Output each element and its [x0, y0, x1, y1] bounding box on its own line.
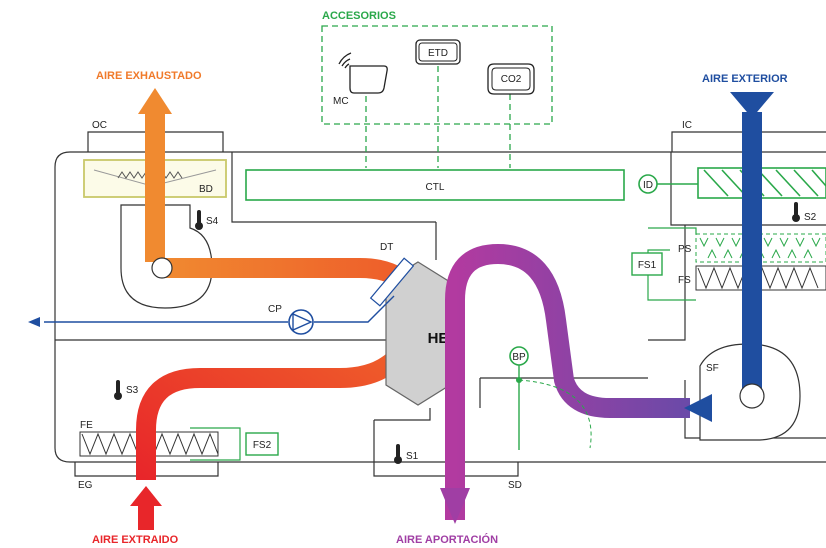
- ps-label: PS: [678, 244, 692, 255]
- s4-label: S4: [206, 216, 219, 227]
- accessories-title: ACCESORIOS: [322, 10, 396, 22]
- cp-pump-triangle: [292, 312, 313, 332]
- cp-pipe-arrow: [28, 317, 40, 327]
- oc-label: OC: [92, 120, 107, 131]
- s3-label: S3: [126, 385, 139, 396]
- cp-pump-icon: [288, 309, 314, 335]
- fs1-label: FS1: [638, 260, 657, 271]
- fe-label: FE: [80, 420, 93, 431]
- bp-dashed: [518, 379, 592, 449]
- outdoor-duct: [742, 112, 762, 394]
- ctl-box: [245, 169, 625, 201]
- fs1-box: [631, 252, 663, 276]
- exhaust-fan: [120, 204, 213, 309]
- s2-sensor-icon: [792, 202, 800, 222]
- mc-device-icon: [338, 52, 388, 94]
- ic-label: IC: [682, 120, 692, 131]
- exhaust-duct: [145, 112, 165, 262]
- cp-label: CP: [268, 304, 282, 315]
- exhaust-air-title: AIRE EXHAUSTADO: [96, 70, 202, 82]
- bp-label: BP: [512, 352, 526, 363]
- outdoor-arrow: [730, 92, 774, 118]
- dt-sensor: [369, 257, 415, 307]
- extract-air-title: AIRE EXTRAIDO: [92, 534, 179, 546]
- s2-label: S2: [804, 212, 817, 223]
- eg-label: EG: [78, 480, 93, 491]
- id-label: ID: [643, 180, 653, 191]
- s3-sensor-icon: [114, 380, 122, 400]
- sf-label: SF: [706, 363, 719, 374]
- s1-sensor-icon: [394, 444, 402, 464]
- sd-label: SD: [508, 480, 522, 491]
- exhaust-arrow: [138, 88, 172, 114]
- ic-opening: [671, 131, 826, 152]
- outdoor-air-title: AIRE EXTERIOR: [702, 73, 788, 85]
- extract-arrow-tail: [138, 506, 154, 530]
- ctl-label: CTL: [426, 182, 445, 193]
- he-label: HE: [428, 330, 449, 347]
- fs2-label: FS2: [253, 440, 272, 451]
- co2-device-icon: [487, 63, 535, 95]
- cp-pipe: [44, 295, 395, 323]
- exhaust-fan-hub: [151, 257, 173, 279]
- supply-arrow: [440, 488, 470, 524]
- s4-sensor-icon: [195, 210, 203, 230]
- etd-device-icon: [415, 39, 461, 65]
- mc-label: MC: [333, 96, 349, 107]
- s1-label: S1: [406, 451, 419, 462]
- fs2-box: [245, 432, 279, 456]
- supply-fan-inlet-arrow: [684, 394, 712, 422]
- bd-label: BD: [199, 184, 213, 195]
- fs2-bracket: [190, 427, 241, 461]
- fs-label: FS: [678, 275, 691, 286]
- etd-label: ETD: [428, 48, 448, 59]
- supply-fan-hub: [739, 383, 765, 409]
- dt-label: DT: [380, 242, 393, 253]
- supply-airflow: [445, 243, 690, 520]
- accessories-group: [321, 25, 553, 168]
- extract-arrow: [130, 486, 162, 506]
- co2-label: CO2: [501, 74, 522, 85]
- supply-air-title: AIRE APORTACIÓN: [396, 533, 498, 546]
